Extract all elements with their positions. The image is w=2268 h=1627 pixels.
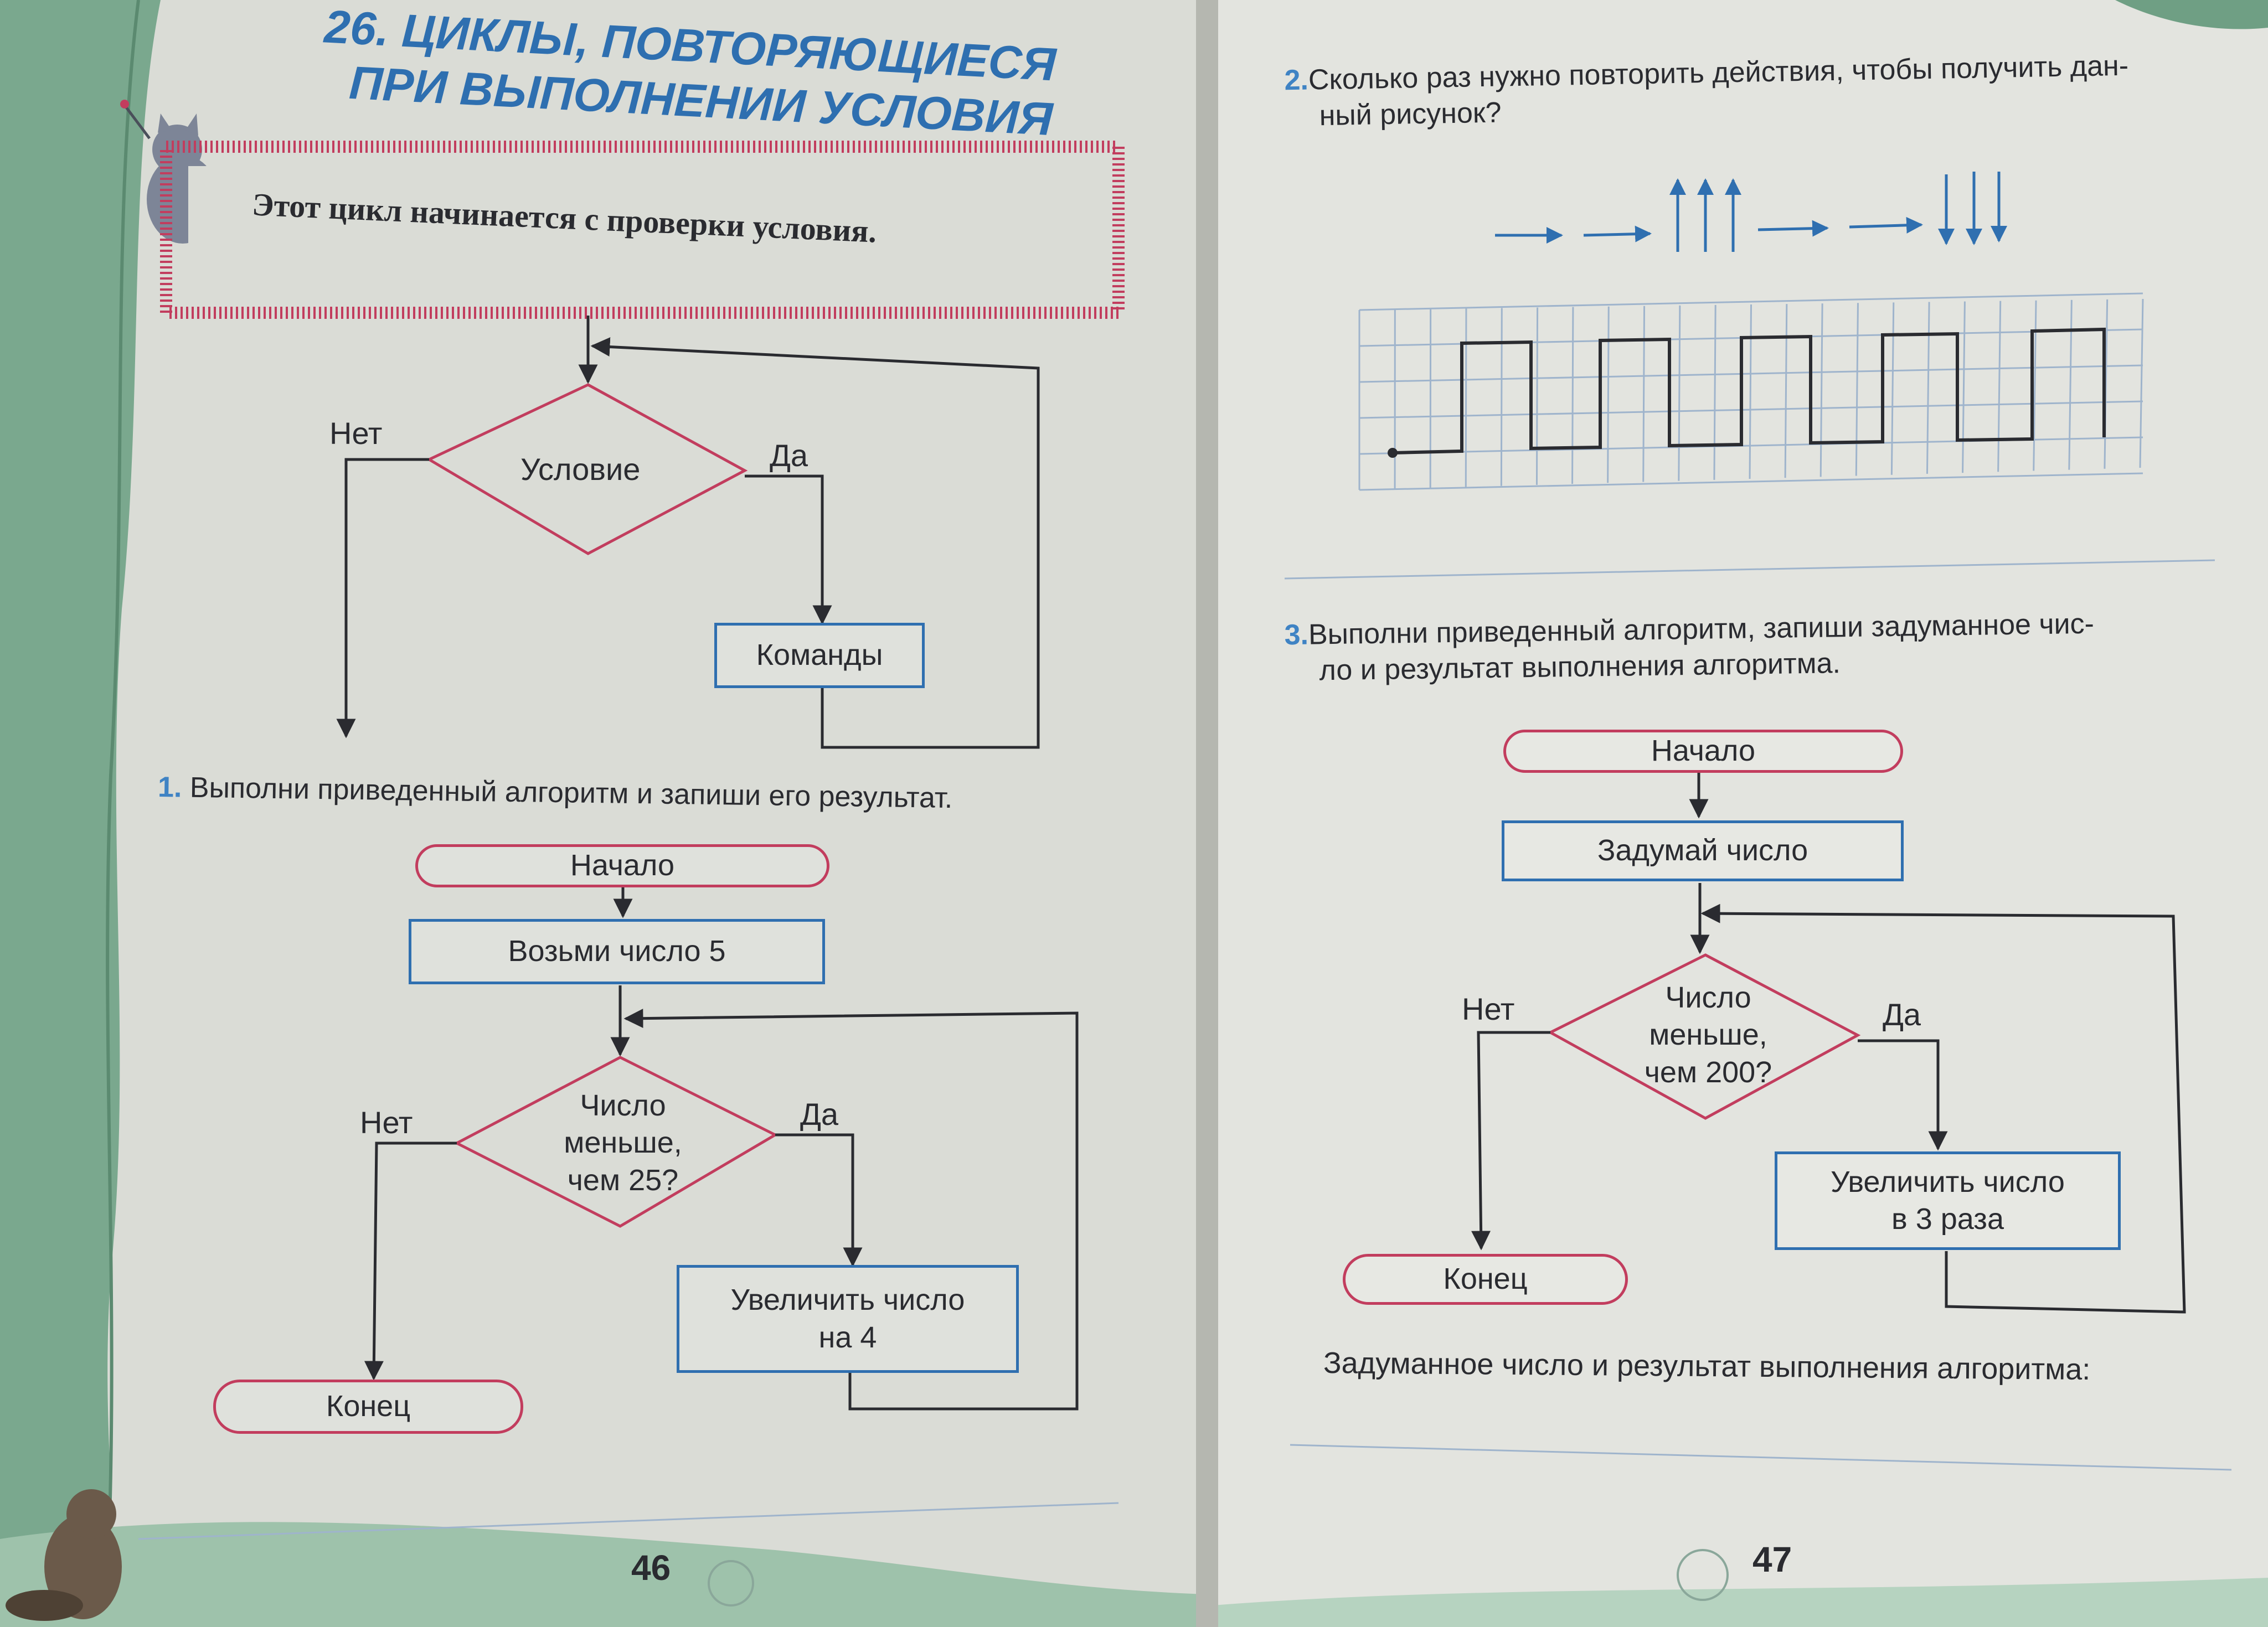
task1-condition-text: Число меньше, чем 25?: [520, 1079, 725, 1207]
grid-vline: [2139, 298, 2144, 468]
task1-yes-label: Да: [800, 1097, 839, 1132]
schema-commands-label: Команды: [756, 638, 883, 672]
grid-vline: [1749, 304, 1752, 479]
task3-think-label: Задумай число: [1597, 834, 1808, 867]
page47-ornament: [1677, 1549, 1729, 1601]
task1-inc-line1: Увеличить число: [730, 1283, 965, 1316]
task3-heading: 3.Выполни приведенный алгоритм, запиши з…: [1284, 606, 2095, 689]
grid-vline: [1607, 306, 1610, 483]
task3-no-label: Нет: [1462, 991, 1515, 1026]
general-loop-schema: [336, 316, 1040, 749]
grid-hline: [1359, 400, 2143, 419]
spine-shadow: [1196, 0, 1218, 1627]
task2-answer-line: [1284, 559, 2215, 580]
right-page: [1213, 0, 2268, 1627]
task1-cond-line2: меньше,: [564, 1126, 682, 1160]
grid-vline: [2104, 299, 2109, 469]
task3-flowchart: [1471, 772, 2186, 1314]
grid-hline: [1359, 364, 2143, 383]
task3-cond-line3: чем 200?: [1644, 1055, 1772, 1089]
task1-cond-line3: чем 25?: [567, 1163, 679, 1197]
grid-hline: [1359, 472, 2143, 491]
task2-arrow-sequence: [1495, 172, 2007, 252]
schema-commands-box: Команды: [714, 623, 925, 688]
grid-vline: [1678, 305, 1681, 481]
task3-end-box: Конец: [1343, 1254, 1628, 1305]
grid-vline: [1500, 308, 1503, 486]
task3-condition-text: Число меньше, чем 200?: [1606, 974, 1811, 1096]
grid-vline: [1997, 301, 2002, 472]
bottom-hill: [0, 1522, 1207, 1627]
task3-increase-box: Увеличить число в 3 раза: [1775, 1151, 2121, 1250]
grid-hline: [1359, 292, 2143, 311]
task1-start-box: Начало: [415, 844, 829, 887]
top-right-leaf: [2115, 0, 2268, 29]
task1-diamond: [453, 1056, 779, 1228]
task2-meander-line: [1392, 327, 2106, 454]
task3-yes-label: Да: [1883, 997, 1921, 1032]
task3-start-label: Начало: [1651, 734, 1756, 768]
grid-vline: [1962, 301, 1966, 473]
page-number-47: 47: [1752, 1540, 1792, 1579]
task3-inc-line2: в 3 раза: [1891, 1202, 2004, 1236]
schema-condition-label: Условие: [520, 452, 641, 487]
task1-end-box: Конец: [213, 1380, 523, 1434]
grid-vline: [1855, 303, 1859, 476]
task1-cond-line1: Число: [580, 1088, 666, 1122]
condition-diamond: [426, 383, 748, 555]
grid-vline: [1784, 304, 1788, 478]
task1-increase-box: Увеличить число на 4: [677, 1265, 1019, 1373]
schema-no-label: Нет: [329, 416, 383, 451]
grid-vline: [1926, 302, 1930, 474]
rule-banner: [160, 141, 1125, 319]
task1-inc-line2: на 4: [818, 1320, 877, 1354]
task1-take-label: Возьми число 5: [508, 934, 726, 968]
task1-no-label: Нет: [360, 1105, 413, 1140]
task3-number: 3.: [1284, 618, 1309, 652]
task3-end-label: Конец: [1443, 1262, 1528, 1296]
bottom-hill-right: [1213, 1578, 2268, 1627]
task1-flowchart: [364, 886, 1079, 1411]
task1-take-box: Возьми число 5: [409, 919, 825, 984]
grid-vline: [2068, 299, 2073, 470]
task3-cond-line1: Число: [1665, 980, 1751, 1014]
task3-answer-prompt: Задуманное число и результат выполнения …: [1323, 1346, 2091, 1387]
task2-number: 2.: [1284, 64, 1309, 97]
task2-heading: 2.Сколько раз нужно повторить действия, …: [1284, 48, 2130, 135]
grid-vline: [1713, 304, 1717, 480]
task3-think-box: Задумай число: [1502, 820, 1904, 881]
task3-diamond: [1547, 953, 1861, 1120]
grid-vline: [1819, 303, 1823, 477]
grid-vline: [2033, 300, 2037, 471]
task1-number: 1.: [157, 771, 182, 804]
grid-vline: [1642, 306, 1646, 482]
task3-answer-line: [1290, 1444, 2232, 1471]
task1-end-label: Конец: [326, 1390, 411, 1423]
task1-start-label: Начало: [570, 849, 675, 882]
beaver-illustration: [6, 1489, 122, 1621]
task3-cond-line2: меньше,: [1649, 1018, 1767, 1052]
page46-ornament: [708, 1560, 754, 1607]
page-number-46: 46: [631, 1548, 671, 1588]
grid-vline: [1890, 302, 1895, 475]
left-bottom-line: [138, 1502, 1119, 1540]
schema-yes-label: Да: [770, 438, 808, 473]
task3-inc-line1: Увеличить число: [1831, 1165, 2065, 1199]
task3-start-box: Начало: [1503, 730, 1903, 773]
left-border-line: [104, 0, 140, 1627]
